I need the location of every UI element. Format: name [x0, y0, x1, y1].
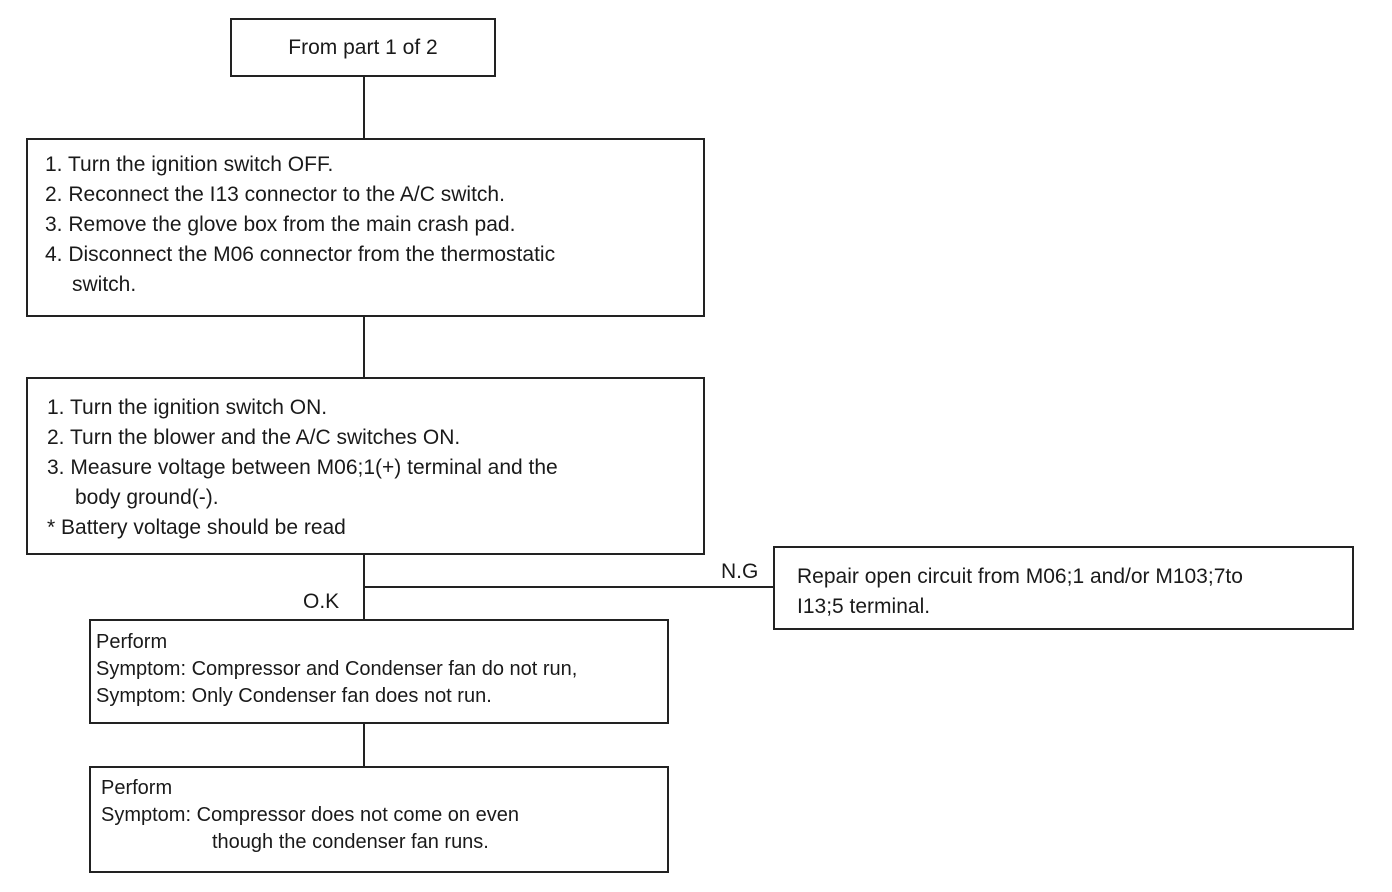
- start-box: From part 1 of 2: [230, 18, 496, 77]
- ok-perform-box-2: Perform Symptom: Compressor does not com…: [89, 766, 669, 873]
- step1-line-1: 1. Turn the ignition switch OFF.: [45, 153, 334, 176]
- ok-box2-line-3: though the condenser fan runs.: [212, 831, 489, 853]
- step2-line-4: body ground(-).: [75, 486, 219, 509]
- ok-box2-line-1: Perform: [101, 777, 173, 799]
- ok-perform-box-1: Perform Symptom: Compressor and Condense…: [89, 619, 669, 724]
- step2-line-1: 1. Turn the ignition switch ON.: [47, 396, 328, 419]
- ng-box-line-1: Repair open circuit from M06;1 and/or M1…: [797, 565, 1243, 588]
- start-box-text: From part 1 of 2: [288, 36, 438, 59]
- step1-line-5: switch.: [72, 273, 137, 296]
- ng-repair-box: Repair open circuit from M06;1 and/or M1…: [773, 546, 1354, 630]
- step1-line-4: 4. Disconnect the M06 connector from the…: [45, 243, 556, 266]
- ok-label: O.K: [303, 590, 340, 613]
- step1-box: 1. Turn the ignition switch OFF. 2. Reco…: [26, 138, 705, 317]
- connector-start-to-step1: [363, 76, 365, 139]
- ok-box2-line-2: Symptom: Compressor does not come on eve…: [101, 804, 519, 826]
- ok-box1-line-3: Symptom: Only Condenser fan does not run…: [96, 685, 492, 707]
- step1-line-3: 3. Remove the glove box from the main cr…: [45, 213, 516, 236]
- ok-box1-line-2: Symptom: Compressor and Condenser fan do…: [96, 658, 578, 680]
- step2-line-5: * Battery voltage should be read: [47, 516, 346, 539]
- step2-line-3: 3. Measure voltage between M06;1(+) term…: [47, 456, 558, 479]
- step1-line-2: 2. Reconnect the I13 connector to the A/…: [45, 183, 505, 206]
- step2-line-2: 2. Turn the blower and the A/C switches …: [47, 426, 461, 449]
- ng-label: N.G: [721, 560, 759, 583]
- ok-box1-line-1: Perform: [96, 631, 168, 653]
- step2-box: 1. Turn the ignition switch ON. 2. Turn …: [26, 377, 705, 555]
- connector-ng-branch: [363, 586, 774, 588]
- connector-step1-to-step2: [363, 316, 365, 378]
- ng-box-line-2: I13;5 terminal.: [797, 595, 931, 618]
- connector-ok1-to-ok2: [363, 722, 365, 767]
